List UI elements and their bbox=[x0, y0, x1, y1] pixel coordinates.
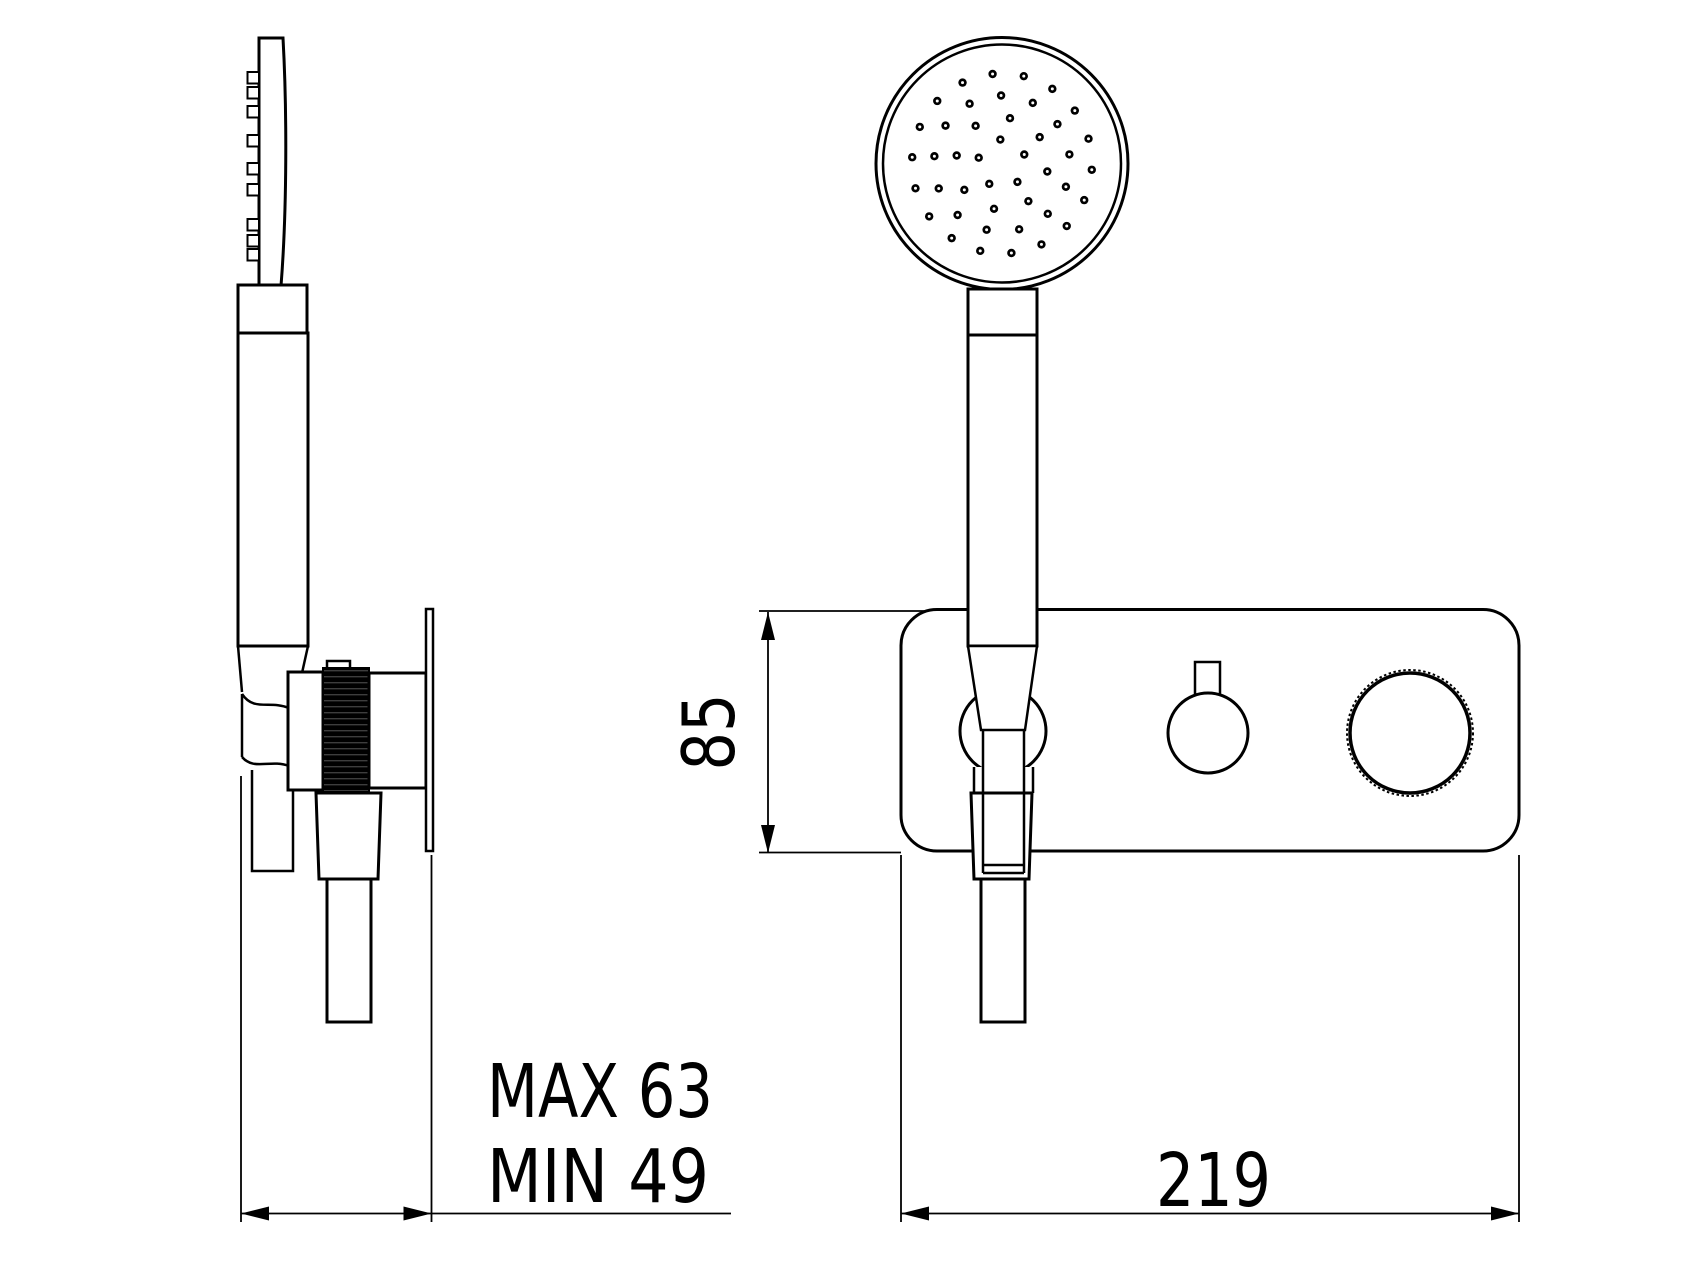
nozzle-hole bbox=[910, 155, 914, 159]
nozzle-bump bbox=[246, 248, 260, 262]
dimension-85: 85 bbox=[667, 610, 925, 854]
nozzle-hole bbox=[913, 186, 917, 190]
handle-tip-front bbox=[981, 730, 1026, 875]
dim-label-max: MAX 63 bbox=[487, 1049, 713, 1135]
dimension-219: 219 bbox=[900, 855, 1520, 1224]
arrowhead-right bbox=[403, 1206, 432, 1221]
nozzle-hole bbox=[968, 102, 972, 106]
cradle-wave-bottom bbox=[241, 756, 290, 768]
arrowhead-left bbox=[901, 1206, 929, 1221]
dimensions: 85 MAX 63 MIN 49 219 bbox=[240, 610, 1520, 1224]
nozzle-bump bbox=[246, 71, 260, 85]
nozzle-hole bbox=[1017, 227, 1021, 231]
nozzle-hole bbox=[1015, 180, 1019, 184]
nozzle-hole bbox=[977, 156, 981, 160]
dim-label-85: 85 bbox=[667, 694, 751, 771]
nozzle-bumps bbox=[246, 71, 260, 262]
arrowhead-left bbox=[241, 1206, 269, 1221]
nozzle-hole bbox=[956, 213, 960, 217]
nozzle-hole bbox=[962, 188, 966, 192]
nozzle-hole bbox=[950, 236, 954, 240]
hose-front bbox=[979, 877, 1027, 1024]
knurled-knob-side bbox=[322, 667, 370, 793]
nozzle-bump bbox=[246, 134, 260, 148]
nozzle-hole bbox=[944, 124, 948, 128]
nozzle-hole bbox=[932, 154, 936, 158]
nozzle-hole bbox=[961, 81, 965, 85]
head-connector-front bbox=[966, 287, 1039, 337]
nozzle-hole bbox=[955, 154, 959, 158]
hose-cone-side bbox=[314, 791, 383, 881]
nozzle-hole bbox=[1046, 212, 1050, 216]
diverter-knob bbox=[1166, 691, 1250, 775]
nozzle-hole bbox=[1009, 251, 1013, 255]
nozzle-bump bbox=[246, 105, 260, 119]
nozzle-hole bbox=[1039, 242, 1043, 246]
nozzle-hole bbox=[1087, 137, 1091, 141]
nozzle-bump bbox=[246, 218, 260, 232]
nozzle-hole bbox=[1022, 153, 1026, 157]
head-connector-side bbox=[236, 283, 309, 335]
spray-nozzles bbox=[908, 69, 1096, 258]
handle-end-side bbox=[250, 770, 295, 873]
nozzle-hole bbox=[1050, 87, 1054, 91]
nozzle-bump bbox=[246, 86, 260, 100]
nozzle-hole bbox=[1064, 185, 1068, 189]
nozzle-hole bbox=[1022, 74, 1026, 78]
arrowhead-up bbox=[761, 612, 775, 640]
hose-cone-front bbox=[969, 791, 1034, 881]
nozzle-hole bbox=[1026, 199, 1030, 203]
nozzle-hole bbox=[992, 207, 996, 211]
arrowhead-down bbox=[761, 825, 775, 853]
nozzle-hole bbox=[1090, 168, 1094, 172]
nozzle-hole bbox=[1065, 224, 1069, 228]
nozzle-hole bbox=[935, 99, 939, 103]
side-view bbox=[236, 36, 435, 1024]
nozzle-hole bbox=[927, 214, 931, 218]
arrowhead-right bbox=[1491, 1206, 1519, 1221]
nozzle-hole bbox=[1082, 198, 1086, 202]
nozzle-hole bbox=[937, 186, 941, 190]
hose-side bbox=[325, 877, 373, 1024]
cradle-wave-top bbox=[240, 693, 290, 710]
nozzle-hole bbox=[918, 125, 922, 129]
nozzle-hole bbox=[1008, 116, 1012, 120]
nozzle-hole bbox=[999, 94, 1003, 98]
handle-taper-front bbox=[966, 644, 1039, 732]
nozzle-bump bbox=[246, 234, 260, 248]
front-view bbox=[874, 36, 1521, 1024]
wall-plate-edge-side bbox=[424, 607, 435, 853]
nozzle-hole bbox=[1067, 152, 1071, 156]
handle-taper-side bbox=[236, 645, 244, 693]
shower-head-inner-rim bbox=[881, 43, 1123, 284]
nozzle-hole bbox=[1045, 169, 1049, 173]
handle-side bbox=[236, 331, 310, 648]
mixer-knob-ring bbox=[1348, 671, 1472, 795]
mixer-knob bbox=[1346, 669, 1474, 797]
handle-taper-side-right bbox=[300, 645, 310, 674]
dim-label-min: MIN 49 bbox=[487, 1134, 709, 1220]
bracket-arm-side bbox=[286, 670, 325, 792]
nozzle-hole bbox=[1055, 122, 1059, 126]
nozzle-hole bbox=[998, 138, 1002, 142]
handle-front bbox=[966, 333, 1039, 648]
dimension-depth: MAX 63 MIN 49 bbox=[240, 776, 731, 1222]
shower-head-side bbox=[257, 36, 288, 288]
nozzle-hole bbox=[987, 182, 991, 186]
nozzle-hole bbox=[1073, 109, 1077, 113]
nozzle-hole bbox=[974, 124, 978, 128]
nozzle-hole bbox=[1038, 135, 1042, 139]
nozzle-hole bbox=[985, 228, 989, 232]
dim-label-219: 219 bbox=[1156, 1138, 1271, 1224]
nozzle-hole bbox=[991, 72, 995, 76]
nozzle-hole bbox=[978, 249, 982, 253]
nozzle-hole bbox=[1031, 101, 1035, 105]
nozzle-bump bbox=[246, 183, 260, 197]
valve-body-side bbox=[367, 671, 428, 790]
holder-lower-edges bbox=[972, 767, 1035, 793]
nozzle-bump bbox=[246, 162, 260, 176]
